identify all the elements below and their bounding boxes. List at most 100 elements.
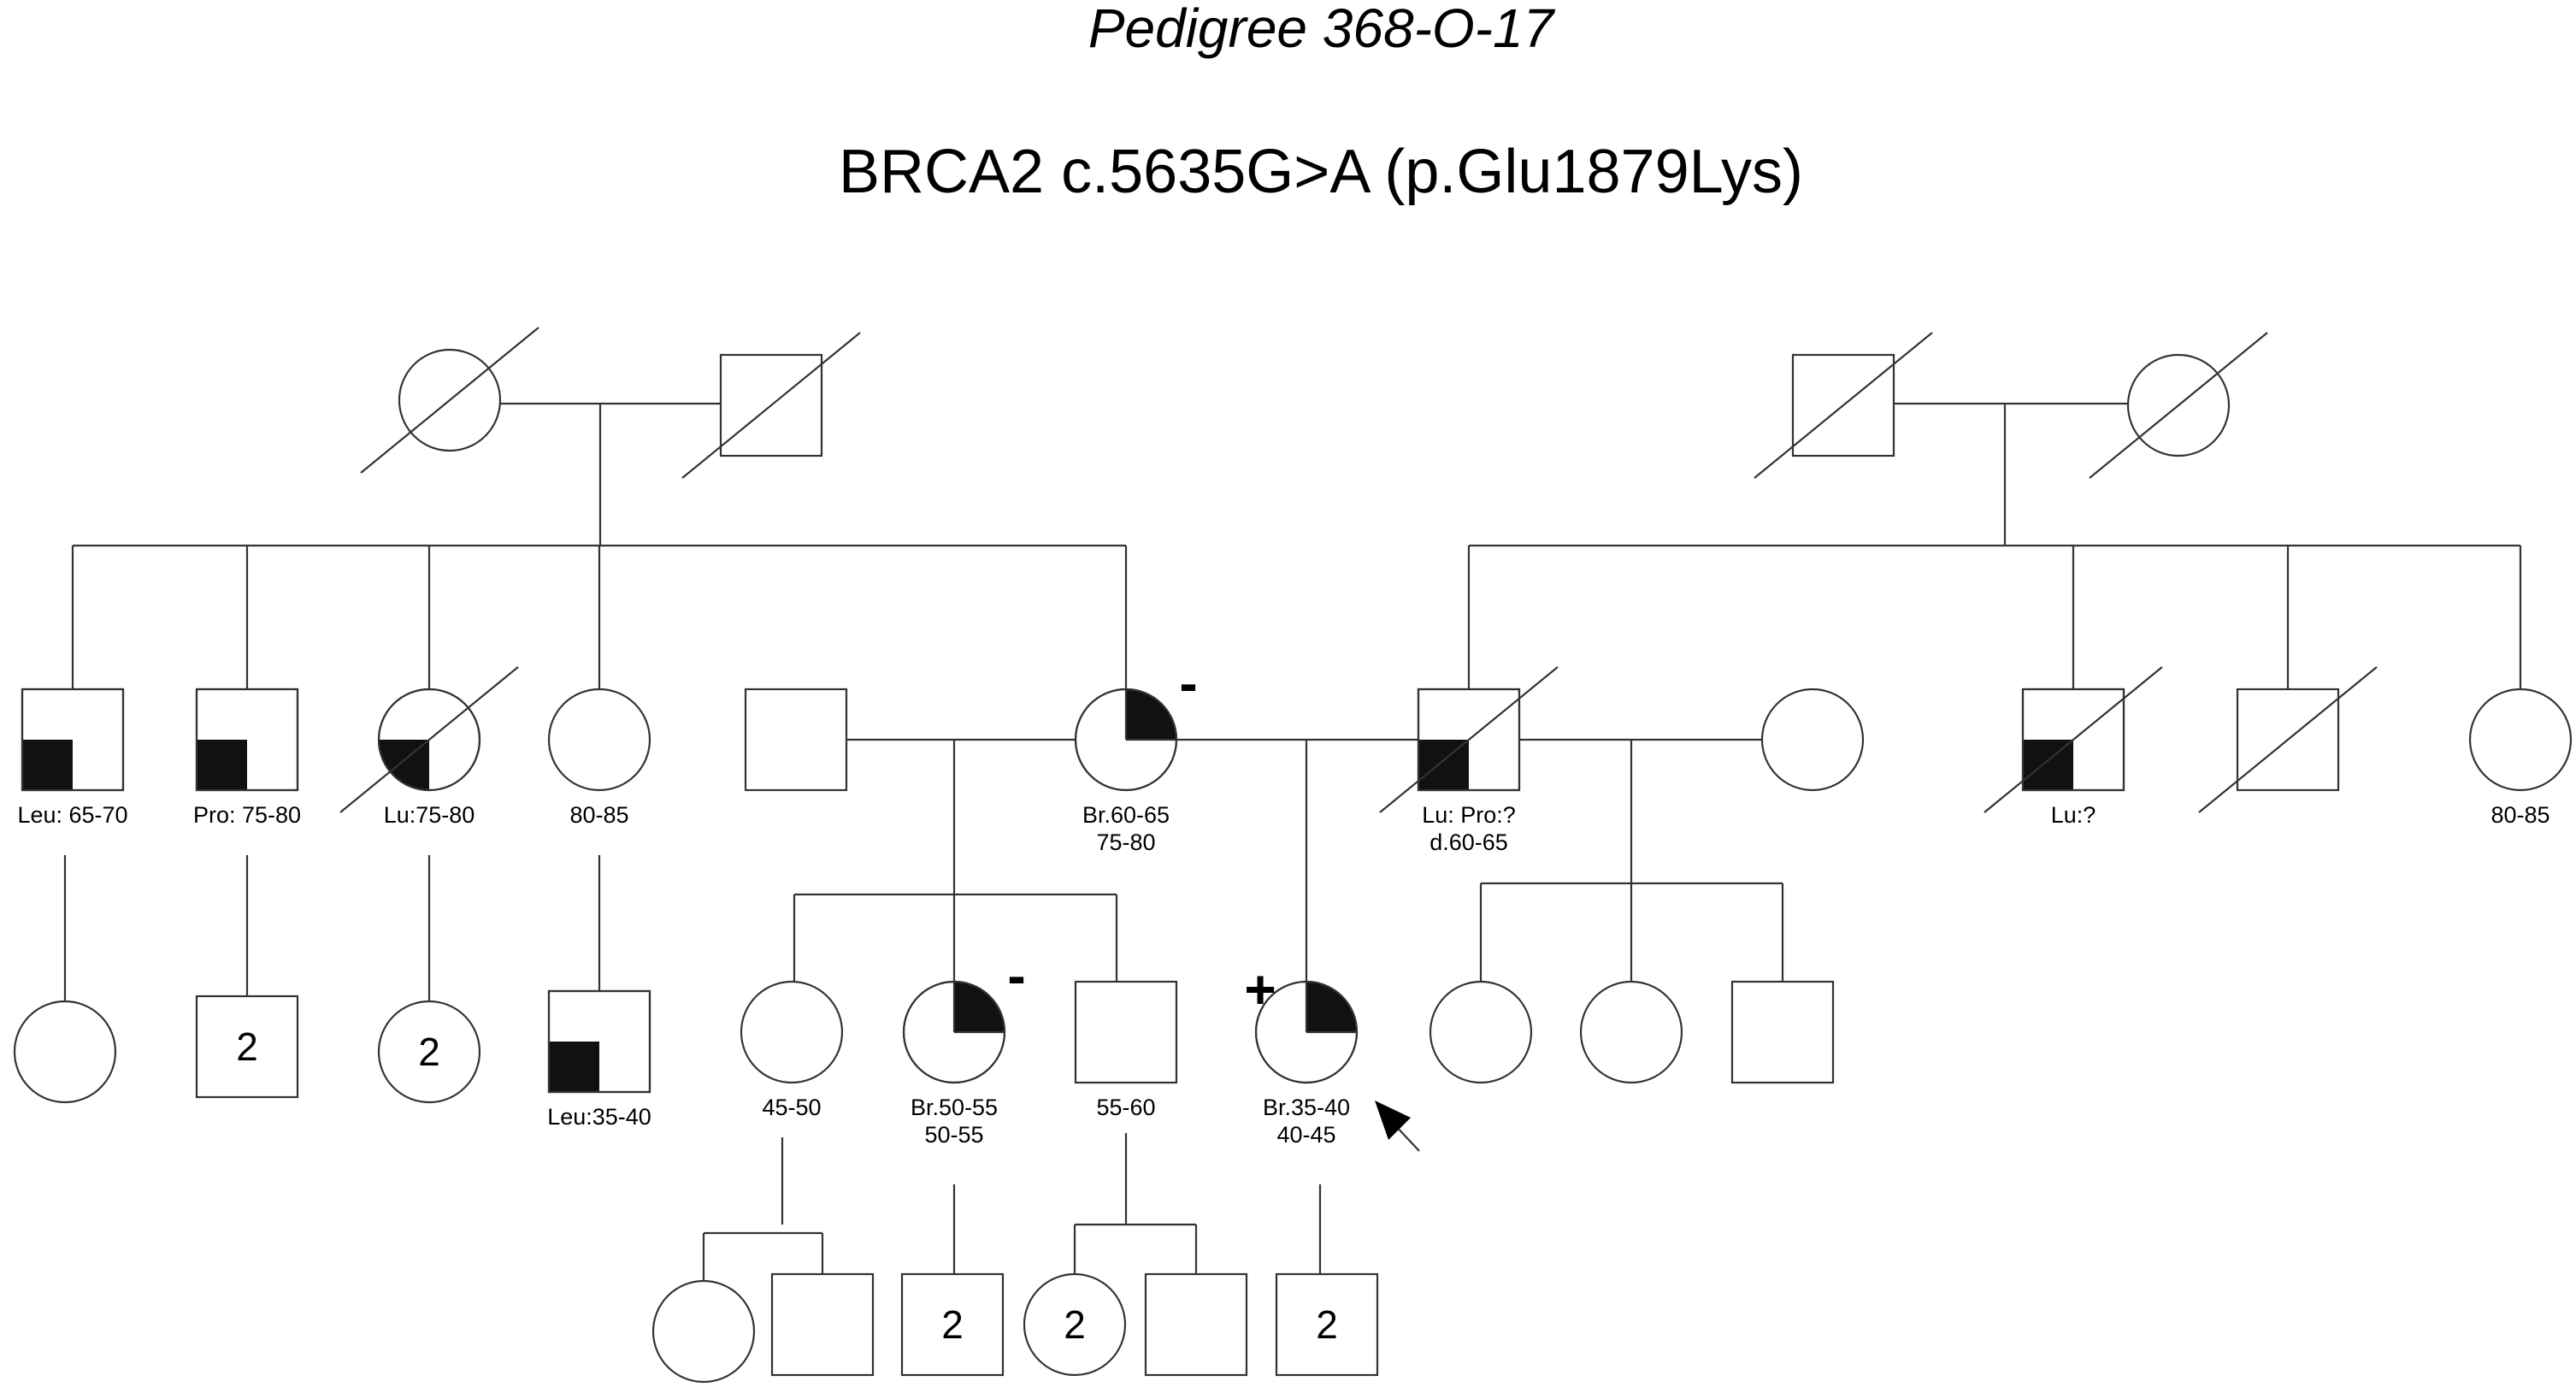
individual-iii5: 45-50	[740, 980, 844, 1120]
proband-arrow-icon	[1375, 1101, 1411, 1140]
individual-i2	[681, 332, 861, 479]
individual-i3	[1754, 332, 1933, 479]
age-label: Lu:75-80	[384, 802, 475, 828]
female-circle	[2468, 688, 2573, 792]
sibling-count: 2	[236, 1024, 258, 1069]
individual-ii11: 80-85	[2468, 688, 2573, 828]
male-square	[195, 995, 299, 1099]
age-label: Br.50-55	[911, 1095, 998, 1120]
female-circle	[13, 1000, 117, 1104]
affected-quadrant	[1418, 740, 1469, 790]
individual-iii1	[13, 1000, 117, 1104]
affected-quadrant	[379, 740, 429, 790]
test-positive-mark: +	[1244, 959, 1276, 1020]
individual-iii2: 2	[195, 995, 299, 1099]
affected-quadrant	[954, 982, 1005, 1032]
symbol-outline	[21, 688, 125, 792]
individual-symbols: Leu: 65-70 Pro: 75-80 Lu:75-80 80-85 Br.60-6…	[13, 327, 2573, 1384]
age-label: Pro: 75-80	[193, 802, 301, 828]
deceased-slash	[1379, 666, 1559, 813]
deceased-slash	[1984, 666, 2163, 813]
sibling-count: 2	[941, 1302, 964, 1347]
variant-title: BRCA2 c.5635G>A (p.Glu1879Lys)	[839, 138, 1803, 206]
individual-i1	[360, 327, 539, 474]
test-negative-mark: -	[1179, 652, 1197, 714]
age-label: Br.35-40	[1263, 1095, 1350, 1120]
male-square	[744, 688, 848, 792]
male-square	[1730, 980, 1835, 1084]
affected-quadrant	[1306, 982, 1357, 1032]
individual-i4	[2089, 332, 2268, 479]
female-circle	[740, 980, 844, 1084]
individual-ii2: Pro: 75-80	[193, 688, 301, 828]
affected-quadrant	[549, 1042, 599, 1092]
female-circle	[1023, 1272, 1127, 1377]
female-circle	[1579, 980, 1683, 1084]
age-label: 80-85	[2491, 802, 2549, 828]
individual-iv2	[770, 1272, 875, 1377]
age-label: 45-50	[762, 1095, 821, 1120]
test-negative-mark: -	[1007, 945, 1025, 1006]
symbol-outline	[195, 688, 299, 792]
individual-iv1	[651, 1279, 756, 1384]
age-label: 80-85	[569, 802, 628, 828]
pedigree-title: Pedigree 368-O-17	[1088, 0, 1556, 59]
age-label-secondary: 75-80	[1096, 829, 1155, 855]
individual-iii10	[1579, 980, 1683, 1084]
male-square	[900, 1272, 1005, 1377]
female-circle	[547, 688, 651, 792]
affected-quadrant	[1126, 689, 1176, 740]
female-circle	[1760, 688, 1865, 792]
age-label: Leu:35-40	[547, 1104, 651, 1130]
age-label-secondary: 50-55	[924, 1122, 983, 1148]
affected-quadrant	[197, 740, 247, 790]
symbol-outline	[1417, 688, 1521, 792]
deceased-slash	[2089, 332, 2268, 479]
affected-quadrant	[2023, 740, 2073, 790]
symbol-outline	[547, 989, 651, 1094]
individual-ii5	[744, 688, 848, 792]
deceased-slash	[681, 332, 861, 479]
male-square	[1074, 980, 1178, 1084]
individual-iv5	[1144, 1272, 1248, 1377]
deceased-slash	[1754, 332, 1933, 479]
individual-iv4: 2	[1023, 1272, 1127, 1377]
individual-ii7: Lu: Pro:?d.60-65	[1379, 666, 1559, 855]
individual-ii3: Lu:75-80	[339, 666, 519, 828]
individual-ii1: Leu: 65-70	[17, 688, 128, 828]
age-label: Br.60-65	[1082, 802, 1170, 828]
individual-iii9	[1429, 980, 1533, 1084]
male-square	[1275, 1272, 1379, 1377]
age-label: Lu: Pro:?	[1422, 802, 1516, 828]
individual-iii11	[1730, 980, 1835, 1084]
affected-quadrant	[22, 740, 73, 790]
age-label: Lu:?	[2051, 802, 2096, 828]
individual-iv3: 2	[900, 1272, 1005, 1377]
male-square	[1144, 1272, 1248, 1377]
age-label-secondary: 40-45	[1276, 1122, 1335, 1148]
individual-iii3: 2	[377, 1000, 481, 1104]
relationship-lines	[63, 402, 2522, 1281]
age-label: Leu: 65-70	[17, 802, 127, 828]
individual-iii4: Leu:35-40	[547, 989, 651, 1130]
individual-ii8	[1760, 688, 1865, 792]
symbol-outline	[2021, 688, 2125, 792]
deceased-slash	[360, 327, 539, 474]
sibling-count: 2	[418, 1030, 440, 1074]
deceased-slash	[339, 666, 519, 813]
female-circle	[377, 1000, 481, 1104]
individual-ii9: Lu:?	[1984, 666, 2163, 828]
individual-iii7: 55-60	[1074, 980, 1178, 1120]
individual-ii4: 80-85	[547, 688, 651, 828]
sibling-count: 2	[1316, 1302, 1338, 1347]
symbol-outline	[377, 688, 481, 792]
individual-iv6: 2	[1275, 1272, 1379, 1377]
sibling-count: 2	[1064, 1302, 1086, 1347]
female-circle	[1429, 980, 1533, 1084]
female-circle	[651, 1279, 756, 1384]
deceased-slash	[2198, 666, 2378, 813]
